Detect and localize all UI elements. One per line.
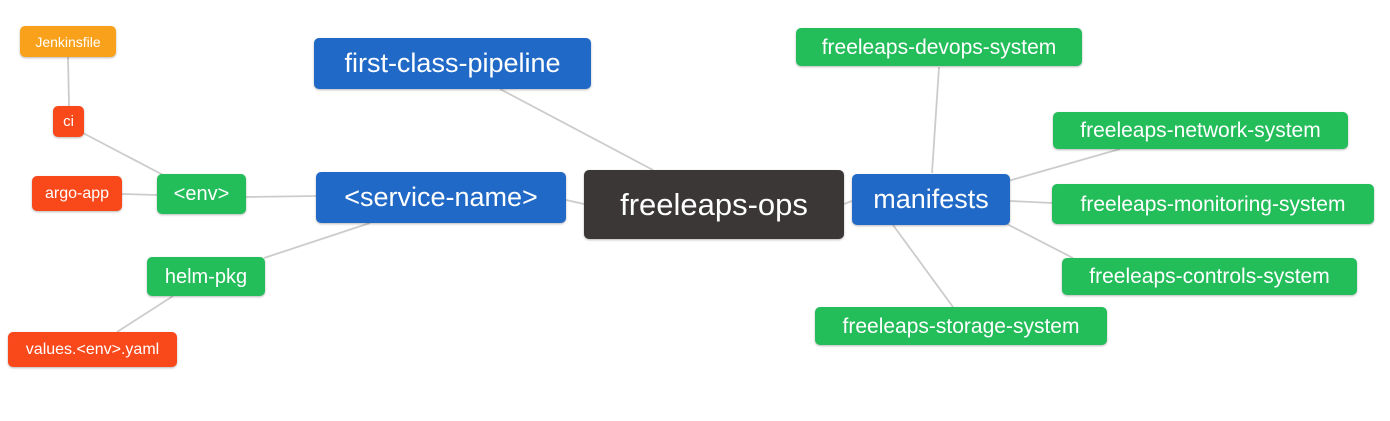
node-freeleaps-monitoring-system[interactable]: freeleaps-monitoring-system <box>1052 184 1374 224</box>
edge-env-to-service-name <box>245 195 317 198</box>
node-ci[interactable]: ci <box>53 106 84 137</box>
edge-manifests-to-freeleaps-network-system <box>1007 148 1121 182</box>
node-freeleaps-devops-system[interactable]: freeleaps-devops-system <box>796 28 1082 66</box>
edge-manifests-to-freeleaps-storage-system <box>892 224 954 308</box>
edge-manifests-to-freeleaps-monitoring-system <box>1009 200 1053 204</box>
edge-service-name-to-freeleaps-ops <box>565 199 585 205</box>
node-values-env-yaml[interactable]: values.<env>.yaml <box>8 332 177 367</box>
edge-ci-to-env <box>82 132 166 177</box>
node-freeleaps-controls-system[interactable]: freeleaps-controls-system <box>1062 258 1357 295</box>
node-jenkinsfile[interactable]: Jenkinsfile <box>20 26 116 57</box>
node-manifests[interactable]: manifests <box>852 174 1010 225</box>
edge-jenkinsfile-to-ci <box>67 56 70 107</box>
edge-manifests-to-freeleaps-controls-system <box>1004 222 1074 259</box>
edge-argo-app-to-env <box>121 193 158 196</box>
node-env[interactable]: <env> <box>157 174 246 214</box>
edge-values-env-yaml-to-helm-pkg <box>116 295 174 333</box>
node-argo-app[interactable]: argo-app <box>32 176 122 211</box>
node-freeleaps-storage-system[interactable]: freeleaps-storage-system <box>815 307 1107 345</box>
node-first-class-pipeline[interactable]: first-class-pipeline <box>314 38 591 89</box>
edge-freeleaps-ops-to-manifests <box>843 200 853 205</box>
edge-helm-pkg-to-service-name <box>263 222 371 259</box>
node-freeleaps-network-system[interactable]: freeleaps-network-system <box>1053 112 1348 149</box>
node-service-name[interactable]: <service-name> <box>316 172 566 223</box>
node-freeleaps-ops[interactable]: freeleaps-ops <box>584 170 844 239</box>
edge-manifests-to-freeleaps-devops-system <box>931 66 940 174</box>
node-helm-pkg[interactable]: helm-pkg <box>147 257 265 296</box>
edge-first-class-pipeline-to-freeleaps-ops <box>499 88 654 171</box>
